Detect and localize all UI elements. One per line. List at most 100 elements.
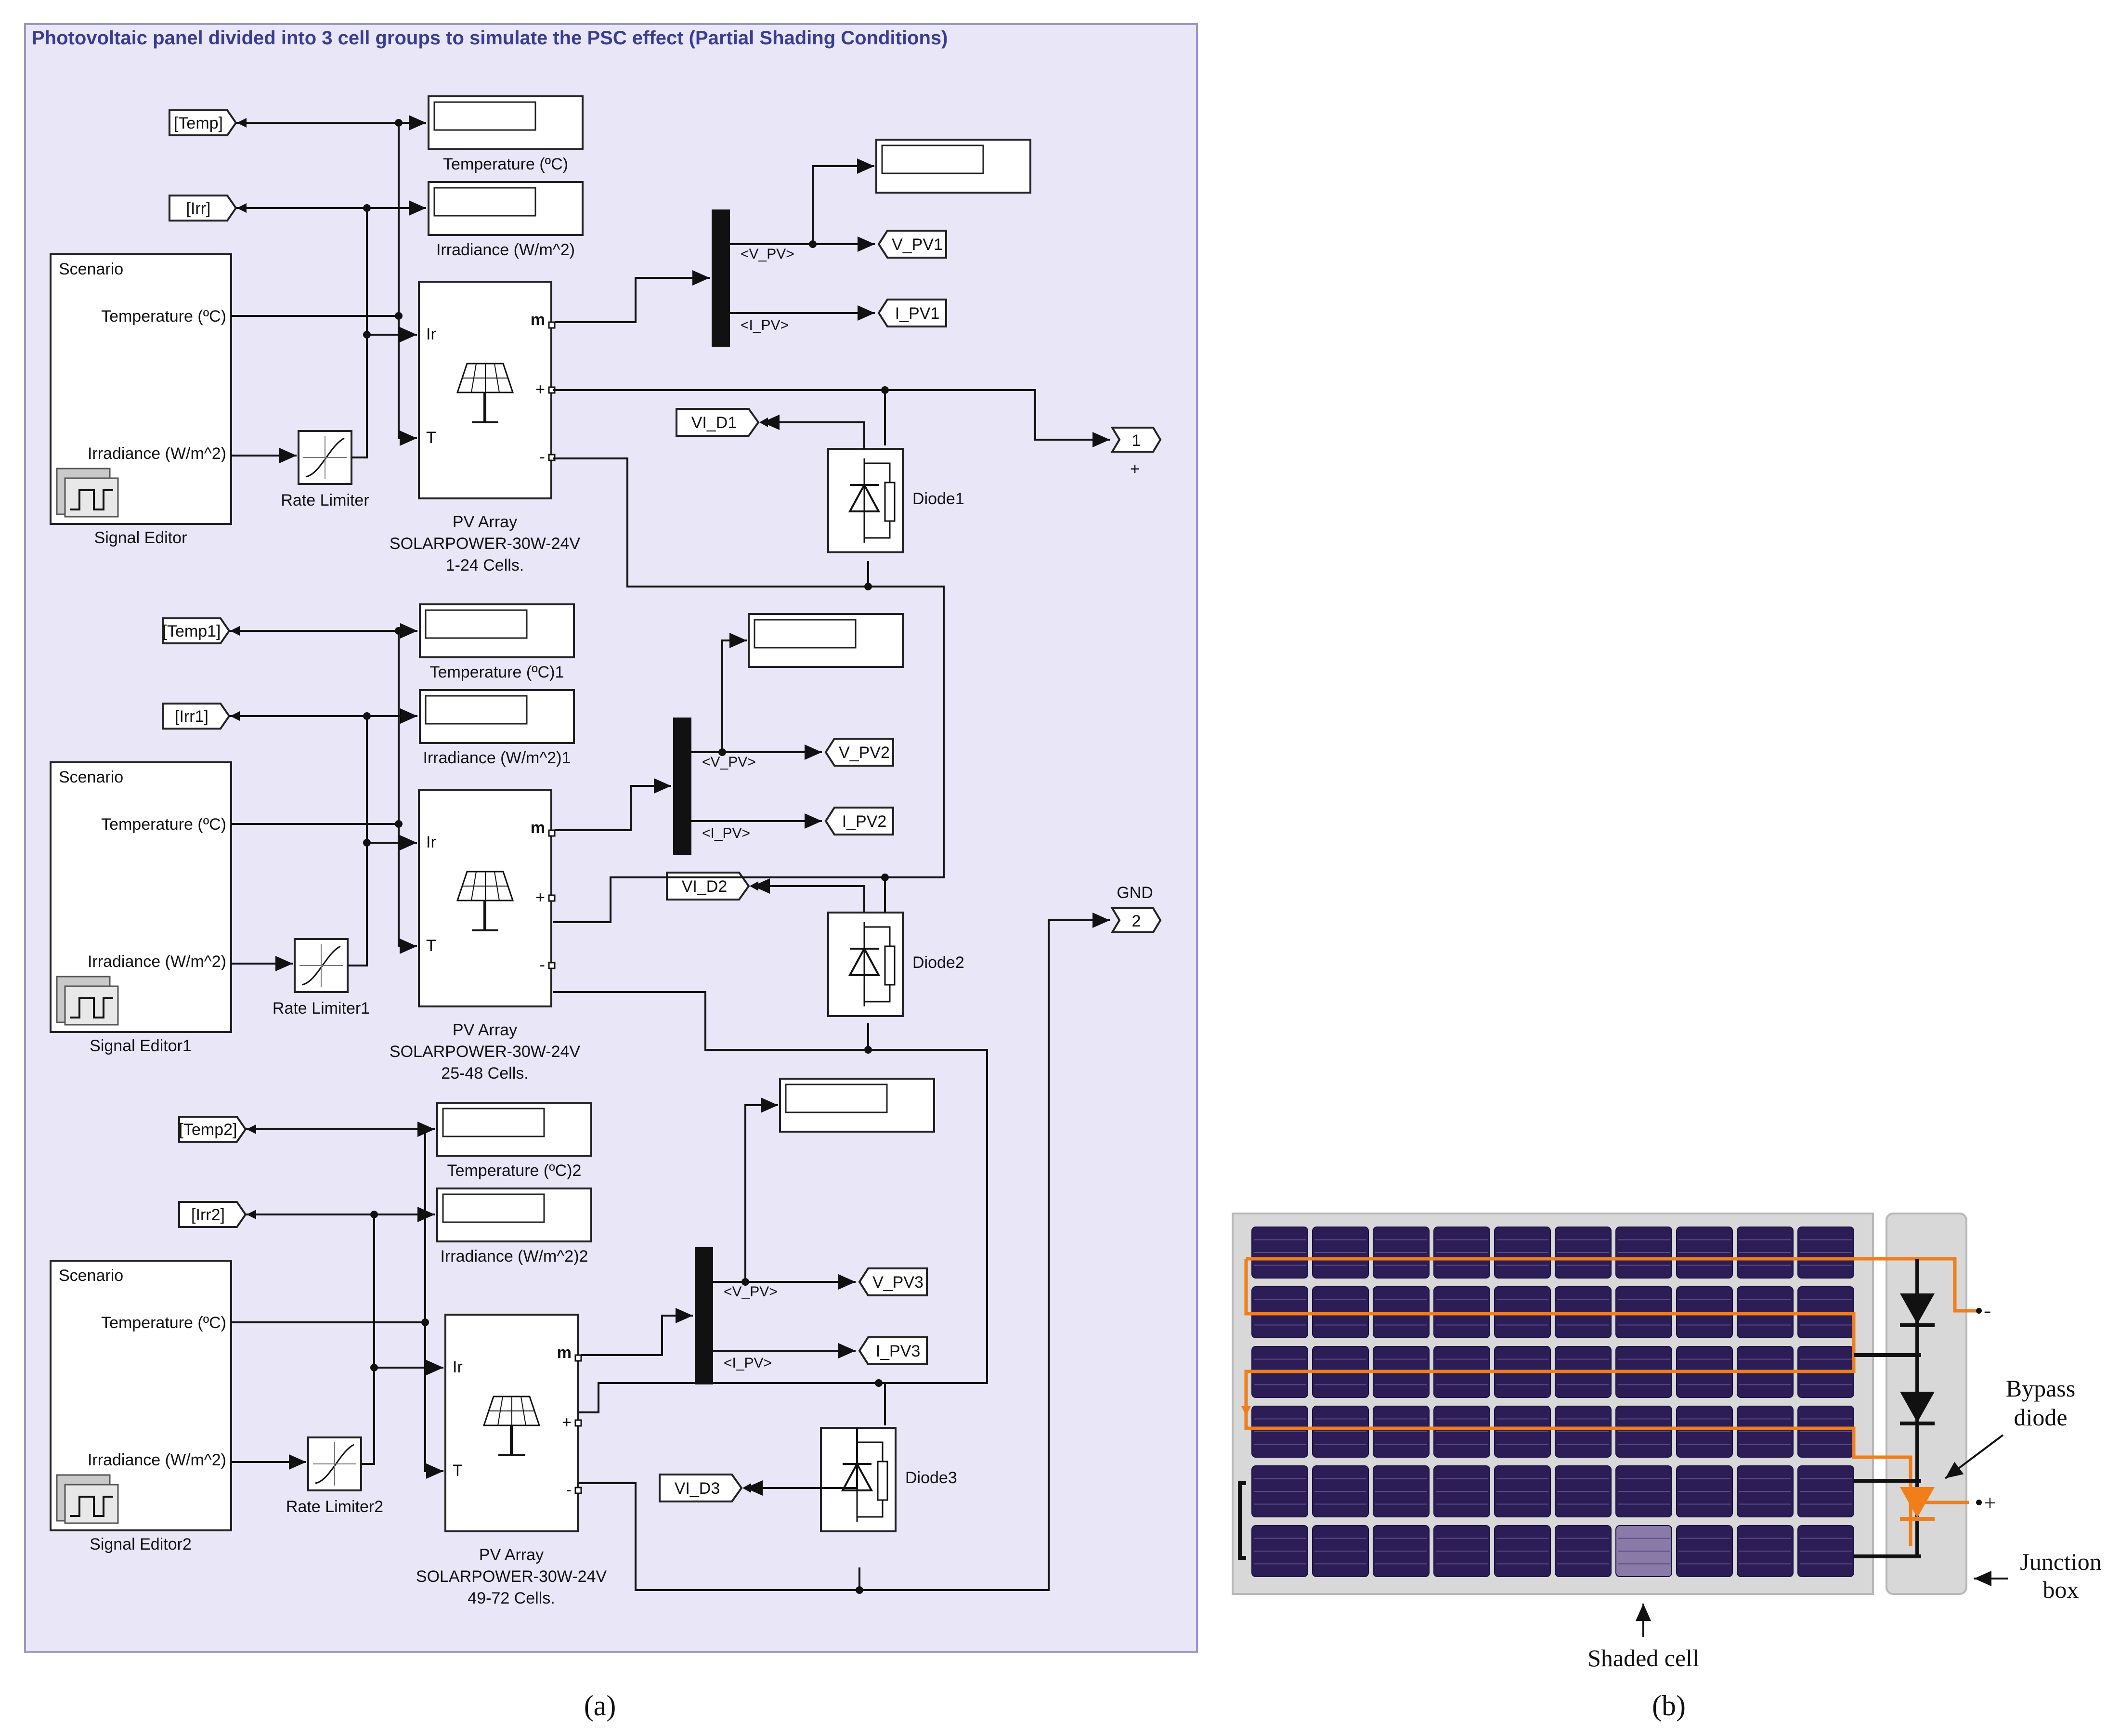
v-tag-goto xyxy=(858,1267,928,1296)
v-signal-label: <V_PV> xyxy=(702,754,756,770)
vi-tag-label: VI_D1 xyxy=(691,414,737,432)
pv-cell xyxy=(1251,1525,1308,1577)
diode-label: Diode3 xyxy=(905,1469,957,1487)
pv-cell xyxy=(1251,1227,1308,1279)
temp-tag-label: [Temp2] xyxy=(179,1121,237,1139)
pv-cell xyxy=(1615,1465,1672,1517)
v-signal-label: <V_PV> xyxy=(741,246,794,262)
port-minus: - xyxy=(540,956,545,974)
pv-array-cells: 1-24 Cells. xyxy=(446,556,524,574)
pv-cell xyxy=(1737,1465,1794,1517)
pv-cell xyxy=(1797,1406,1854,1458)
bypass-diode-label-1: Bypass xyxy=(2006,1375,2075,1402)
shaded-cell xyxy=(1615,1525,1672,1577)
pv-cell xyxy=(1676,1406,1733,1458)
vi-goto xyxy=(659,1474,743,1502)
v-signal-label: <V_PV> xyxy=(724,1284,778,1300)
rate-limiter-label: Rate Limiter2 xyxy=(286,1498,383,1516)
signal-editor-label: Signal Editor xyxy=(94,529,187,547)
output-port-2-label: GND xyxy=(1117,884,1153,902)
vi-tag-label: VI_D2 xyxy=(682,877,728,896)
pv-cell xyxy=(1433,1406,1490,1458)
panel-b: - + Bypass diode Junction box Shaded cel… xyxy=(1232,1213,2102,1722)
output-port-1-number: 1 xyxy=(1132,431,1141,450)
pv-array-model: SOLARPOWER-30W-24V xyxy=(416,1567,607,1586)
pv-array-cells: 49-72 Cells. xyxy=(468,1589,555,1607)
irr-tag-label: [Irr2] xyxy=(191,1206,225,1224)
port-plus: + xyxy=(535,380,545,399)
pv-cell xyxy=(1251,1465,1308,1517)
power-wiring xyxy=(553,386,1110,1594)
port-minus: - xyxy=(540,448,545,466)
pv-cell xyxy=(1555,1227,1612,1279)
output-port-2-number: 2 xyxy=(1132,912,1141,930)
port-plus: + xyxy=(562,1413,572,1432)
pv-cell xyxy=(1555,1465,1612,1517)
i-tag-goto xyxy=(877,299,947,327)
temp-tag-2 xyxy=(162,617,231,644)
output-port-1-label: + xyxy=(1130,460,1140,478)
i-signal-label: <I_PV> xyxy=(741,317,789,333)
pv-cell xyxy=(1676,1465,1733,1517)
panel-a-title: Photovoltaic panel divided into 3 cell g… xyxy=(32,27,948,49)
pv-cell xyxy=(1433,1525,1490,1577)
irr-display-label: Irradiance (W/m^2)2 xyxy=(441,1247,588,1266)
junction-box-label-1: Junction xyxy=(2020,1548,2101,1575)
pv-array-cells: 25-48 Cells. xyxy=(441,1064,528,1083)
irr-port-label: Irradiance (W/m^2) xyxy=(88,953,226,971)
temp-tag-1 xyxy=(169,109,237,136)
output-port-1: 1 + xyxy=(1110,427,1162,478)
solar-panel-icon xyxy=(456,363,514,423)
terminal-minus-label: - xyxy=(1984,1298,1991,1322)
irr-tag-2 xyxy=(162,703,231,730)
pv-cell xyxy=(1251,1406,1308,1458)
pv-cell xyxy=(1737,1227,1794,1279)
port-plus: + xyxy=(535,888,545,907)
pv-array-name: PV Array xyxy=(479,1546,544,1564)
pv-array-name: PV Array xyxy=(453,1021,517,1039)
pv-cell xyxy=(1433,1227,1490,1279)
port-t: T xyxy=(426,429,436,447)
irr-port-label: Irradiance (W/m^2) xyxy=(88,1451,226,1469)
i-tag-label: I_PV3 xyxy=(876,1342,921,1360)
v-tag-label: V_PV3 xyxy=(872,1273,923,1292)
i-tag-label: I_PV1 xyxy=(895,304,940,323)
bypass-diode-1 xyxy=(1900,1293,1935,1327)
pv-cell xyxy=(1312,1406,1369,1458)
signal-editor-icon xyxy=(56,468,119,518)
pv-cell xyxy=(1555,1406,1612,1458)
i-tag-goto xyxy=(858,1336,928,1365)
pv-cell xyxy=(1373,1525,1430,1577)
pv-array-name: PV Array xyxy=(453,513,517,531)
port-ir: Ir xyxy=(426,325,436,343)
diode-label: Diode2 xyxy=(912,953,964,972)
signal-editor-label: Signal Editor2 xyxy=(90,1535,192,1553)
pv-cell xyxy=(1737,1406,1794,1458)
solar-panel-icon xyxy=(456,871,514,931)
panel-a: Photovoltaic panel divided into 3 cell g… xyxy=(24,23,1198,1722)
port-m: m xyxy=(557,1344,572,1362)
scenario-label: Scenario xyxy=(59,1266,123,1285)
pv-cell xyxy=(1615,1227,1672,1279)
diode-label: Diode1 xyxy=(912,490,964,508)
port-ir: Ir xyxy=(453,1358,463,1376)
scenario-label: Scenario xyxy=(59,768,123,786)
pv-cell xyxy=(1615,1406,1672,1458)
pv-cell xyxy=(1494,1406,1551,1458)
temp-tag-label: [Temp1] xyxy=(163,622,221,640)
rate-limiter-label: Rate Limiter xyxy=(281,491,369,509)
temp-port-label: Temperature (ºC) xyxy=(101,307,226,326)
irr-port-label: Irradiance (W/m^2) xyxy=(88,444,226,463)
bypass-diode-2 xyxy=(1900,1392,1935,1425)
port-ir: Ir xyxy=(426,833,436,851)
pv-cell xyxy=(1312,1525,1369,1577)
pv-cell xyxy=(1555,1525,1612,1577)
pv-cell xyxy=(1373,1406,1430,1458)
pv-cell xyxy=(1797,1227,1854,1279)
pv-cell xyxy=(1797,1465,1854,1517)
pv-cell xyxy=(1494,1227,1551,1279)
irr-display-label: Irradiance (W/m^2)1 xyxy=(423,749,571,767)
temp-display-label: Temperature (ºC) xyxy=(443,155,568,173)
temp-port-label: Temperature (ºC) xyxy=(101,815,226,834)
